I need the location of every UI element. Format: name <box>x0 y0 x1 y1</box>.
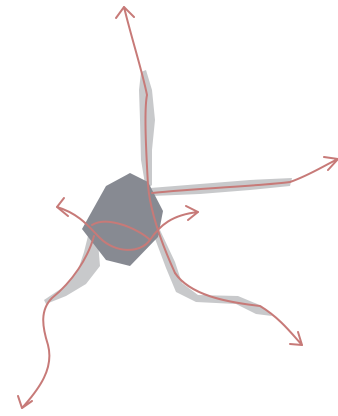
process-lower-right <box>154 230 272 316</box>
process-shadows <box>44 70 292 316</box>
trajectory-lower-right <box>175 273 302 345</box>
trajectory-lower-left <box>22 236 94 408</box>
trajectories <box>18 7 338 408</box>
